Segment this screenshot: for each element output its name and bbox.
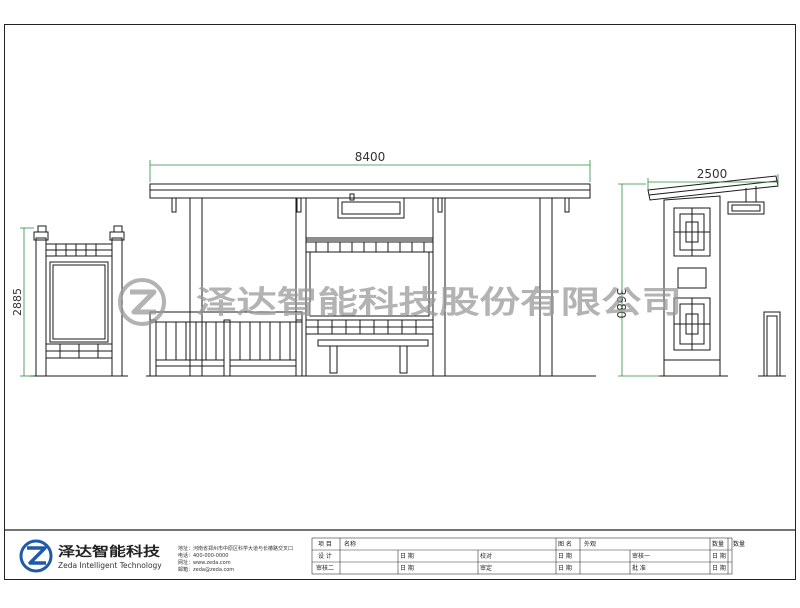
company-name-en: Zeda Intelligent Technology <box>58 561 162 570</box>
side-elevation <box>647 175 786 377</box>
tb-approve-label: 审定 <box>480 564 492 572</box>
footer-title-block: 泽达智能科技 Zeda Intelligent Technology 地址：河南… <box>4 529 796 575</box>
pavilion-elevation <box>146 183 596 377</box>
dimension-label-8400: 8400 <box>355 150 386 164</box>
company-email: 邮箱：zeda@zeda.com <box>178 566 234 573</box>
dimension-left-height: 2885 <box>11 227 34 377</box>
tb-drawing-name-value: 外观 <box>584 540 596 548</box>
title-table <box>311 537 733 575</box>
dimension-front-width: 8400 <box>149 150 591 182</box>
tb-ratify-label: 批 准 <box>632 564 646 572</box>
watermark: 泽达智能科技股份有限公司 <box>118 278 682 326</box>
tb-date-label-1: 日 期 <box>400 552 414 560</box>
tb-date-label-5: 日 期 <box>558 564 572 572</box>
tb-quantity-label: 数量 <box>712 540 724 548</box>
company-name-cn: 泽达智能科技 <box>58 544 161 560</box>
tb-design-label: 设 计 <box>318 552 332 560</box>
watermark-logo-icon <box>118 278 166 326</box>
tb-review2-label: 审核二 <box>316 564 334 572</box>
tb-date-label-2: 日 期 <box>558 552 572 560</box>
dimension-label-3680: 3680 <box>614 288 628 319</box>
dimension-side-width: 2500 <box>647 167 779 190</box>
tb-date-label-3: 日 期 <box>712 552 726 560</box>
tb-date-label-4: 日 期 <box>400 564 414 572</box>
watermark-text: 泽达智能科技股份有限公司 <box>196 285 682 321</box>
tb-drawing-name-label: 图 名 <box>558 540 572 548</box>
tb-review1-label: 审核一 <box>632 552 650 560</box>
company-address: 地址：河南省郑州市中原区科学大道与长椿路交叉口 <box>178 545 293 552</box>
company-phone: 电话：400-000-0000 <box>178 552 228 559</box>
tb-project-label: 项 目 <box>318 541 332 548</box>
dimension-side-height: 3680 <box>614 183 660 377</box>
drawing-frame <box>4 24 796 580</box>
tb-quantity-value: 数量 <box>733 540 745 548</box>
tb-date-label-6: 日 期 <box>712 564 726 572</box>
left-panel-elevation <box>30 225 128 377</box>
railing-elevation <box>149 311 303 377</box>
dimension-label-2885: 2885 <box>11 288 24 316</box>
tb-proofread-label: 校对 <box>480 552 492 560</box>
company-website: 网址：www.zeda.com <box>178 559 231 566</box>
dimension-label-2500: 2500 <box>697 167 728 181</box>
tb-name-label: 名称 <box>344 540 356 548</box>
company-logo-icon <box>19 539 53 573</box>
